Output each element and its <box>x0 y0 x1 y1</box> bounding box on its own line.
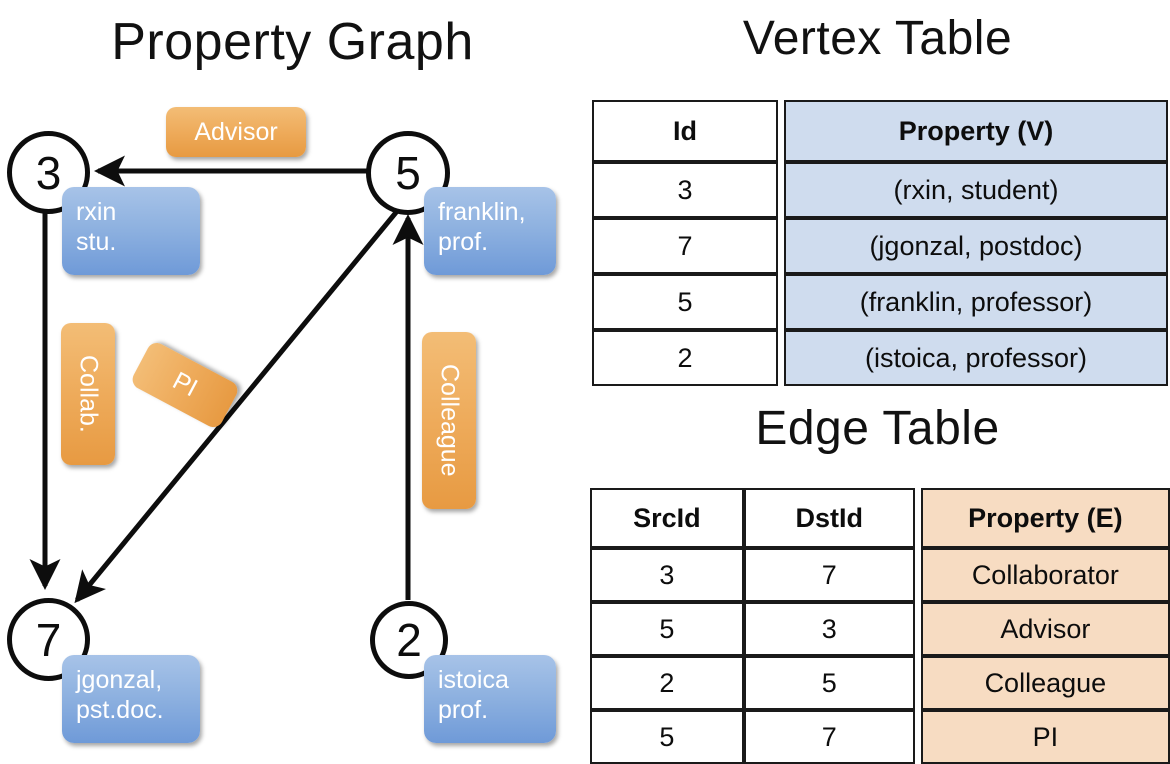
edge-table-column-gap <box>914 602 921 656</box>
vertex-property-box-3: rxin stu. <box>62 187 200 275</box>
table-row[interactable]: 5 7 PI <box>590 710 1170 764</box>
vertex-table-column-gap <box>778 218 784 274</box>
edge-label-pi-text: PI <box>168 366 203 403</box>
vertex-node-2[interactable]: 2 <box>370 601 448 679</box>
edge-table-column-gap <box>914 548 921 602</box>
edge-table-col-dstid: DstId <box>743 488 915 548</box>
vertex-cell-id: 2 <box>592 330 778 386</box>
edge-table-column-gap <box>914 656 921 710</box>
property-graph-diagram: 3 5 7 2 rxin stu. franklin, prof. jgonza… <box>0 0 585 760</box>
edge-cell-dstid: 7 <box>743 710 915 764</box>
edge-cell-property: Advisor <box>920 602 1170 656</box>
vertex-table-col-id: Id <box>592 100 778 162</box>
edge-table-header-row: SrcId DstId Property (E) <box>590 488 1170 548</box>
edge-label-collab: Collab. <box>61 323 115 465</box>
edge-table-col-srcid: SrcId <box>590 488 744 548</box>
vertex-table-column-gap <box>778 330 784 386</box>
edge-label-collab-text: Collab. <box>74 355 103 433</box>
edge-5-to-7 <box>74 208 400 604</box>
page-title-vertex-table: Vertex Table <box>742 12 1013 65</box>
edge-cell-dstid: 7 <box>743 548 915 602</box>
vertex-table-column-gap <box>778 274 784 330</box>
vertex-property-box-7: jgonzal, pst.doc. <box>62 655 200 743</box>
vertex-cell-id: 5 <box>592 274 778 330</box>
vertex-cell-property: (jgonzal, postdoc) <box>784 218 1168 274</box>
edge-table-column-gap <box>914 488 921 548</box>
page-title-edge-table: Edge Table <box>755 402 1000 455</box>
edge-cell-property: PI <box>920 710 1170 764</box>
vertex-property-box-5: franklin, prof. <box>424 187 556 275</box>
table-row[interactable]: 3 (rxin, student) <box>592 162 1168 218</box>
table-row[interactable]: 2 5 Colleague <box>590 656 1170 710</box>
vertex-node-5[interactable]: 5 <box>366 131 450 215</box>
vertex-table-column-gap <box>778 162 784 218</box>
table-row[interactable]: 2 (istoica, professor) <box>592 330 1168 386</box>
vertex-cell-property: (rxin, student) <box>784 162 1168 218</box>
edge-cell-srcid: 5 <box>590 710 744 764</box>
vertex-table-column-gap <box>778 100 784 162</box>
edge-cell-property: Collaborator <box>920 548 1170 602</box>
graph-edges-layer <box>29 155 424 604</box>
vertex-cell-id: 7 <box>592 218 778 274</box>
vertex-table-header-row: Id Property (V) <box>592 100 1168 162</box>
table-row[interactable]: 5 (franklin, professor) <box>592 274 1168 330</box>
edge-label-advisor: Advisor <box>166 107 306 157</box>
edge-cell-dstid: 3 <box>743 602 915 656</box>
vertex-table-col-property: Property (V) <box>784 100 1168 162</box>
edge-cell-srcid: 2 <box>590 656 744 710</box>
page-title-property-graph: Property Graph <box>111 13 474 71</box>
vertex-property-box-2: istoica prof. <box>424 655 556 743</box>
edge-cell-srcid: 3 <box>590 548 744 602</box>
vertex-cell-id: 3 <box>592 162 778 218</box>
edge-table: SrcId DstId Property (E) 3 7 Collaborato… <box>590 488 1170 764</box>
edge-cell-property: Colleague <box>920 656 1170 710</box>
table-row[interactable]: 7 (jgonzal, postdoc) <box>592 218 1168 274</box>
table-row[interactable]: 3 7 Collaborator <box>590 548 1170 602</box>
table-row[interactable]: 5 3 Advisor <box>590 602 1170 656</box>
edge-cell-dstid: 5 <box>743 656 915 710</box>
edge-table-col-property: Property (E) <box>920 488 1170 548</box>
edge-cell-srcid: 5 <box>590 602 744 656</box>
edge-table-column-gap <box>914 710 921 764</box>
edge-label-colleague: Colleague <box>422 332 476 509</box>
vertex-table: Id Property (V) 3 (rxin, student) 7 (jgo… <box>592 100 1168 386</box>
vertex-cell-property: (istoica, professor) <box>784 330 1168 386</box>
vertex-cell-property: (franklin, professor) <box>784 274 1168 330</box>
edge-label-advisor-text: Advisor <box>194 117 278 146</box>
edge-label-colleague-text: Colleague <box>435 364 464 477</box>
